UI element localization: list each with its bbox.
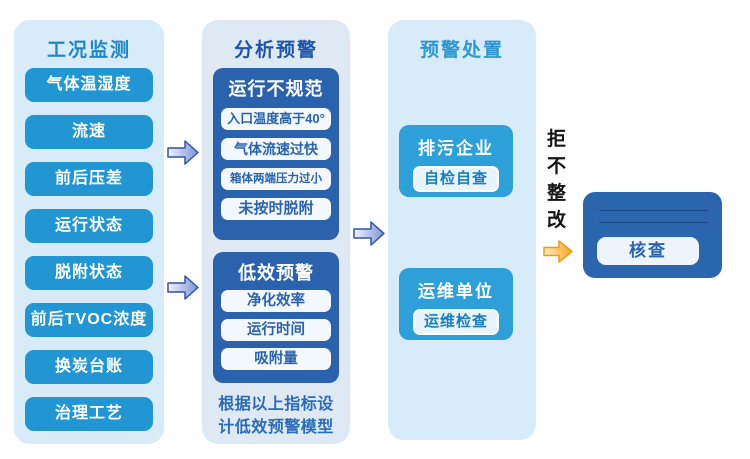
inspect-card: 核查 xyxy=(583,192,722,278)
panel-analysis: 分析预警 运行不规范 入口温度高于40° 气体流速过快 箱体两端压力过小 未按时… xyxy=(202,20,350,444)
inspect-button: 核查 xyxy=(597,237,699,265)
monitoring-item-running-status: 运行状态 xyxy=(25,209,153,243)
model-caption: 根据以上指标设计低效预警模型 xyxy=(218,396,334,436)
warning-item-pressure-low: 箱体两端压力过小 xyxy=(221,168,331,190)
monitoring-item-carbon-ledger: 换炭台账 xyxy=(25,350,153,384)
disposal-box-title: 运维单位 xyxy=(418,282,494,301)
warning-item-list: 净化效率 运行时间 吸附量 xyxy=(213,290,339,370)
refuse-rectify-label: 拒不整改 xyxy=(546,129,566,231)
panel-disposal-title: 预警处置 xyxy=(419,40,504,61)
warning-item-gas-speed: 气体流速过快 xyxy=(221,138,331,160)
panel-monitoring: 工况监测 气体温湿度 流速 前后压差 运行状态 脱附状态 前后TVOC浓度 换炭… xyxy=(14,20,164,444)
monitoring-item-flow-rate: 流速 xyxy=(25,115,153,149)
warning-box-low-efficiency: 低效预警 净化效率 运行时间 吸附量 xyxy=(213,252,339,383)
flow-arrow-icon xyxy=(167,275,199,300)
monitoring-item-gas-temp-humidity: 气体温湿度 xyxy=(25,68,153,102)
monitoring-item-pressure-diff: 前后压差 xyxy=(25,162,153,196)
warning-box-title: 运行不规范 xyxy=(228,79,324,99)
warning-box-irregular-operation: 运行不规范 入口温度高于40° 气体流速过快 箱体两端压力过小 未按时脱附 xyxy=(213,68,339,240)
escalation-arrow-icon xyxy=(543,240,573,263)
disposal-box-title: 排污企业 xyxy=(418,139,494,158)
disposal-box-maintenance-unit: 运维单位 运维检查 xyxy=(399,268,513,340)
flow-arrow-icon xyxy=(167,140,199,165)
panel-disposal: 预警处置 排污企业 自检自查 运维单位 运维检查 xyxy=(388,20,536,440)
warning-item-list: 入口温度高于40° 气体流速过快 箱体两端压力过小 未按时脱附 xyxy=(213,108,339,220)
monitoring-item-tvoc: 前后TVOC浓度 xyxy=(25,303,153,337)
warning-item-adsorption-amount: 吸附量 xyxy=(221,348,331,370)
warning-item-purification-efficiency: 净化效率 xyxy=(221,290,331,312)
panel-monitoring-title: 工况监测 xyxy=(46,40,131,61)
monitoring-item-treatment-process: 治理工艺 xyxy=(25,397,153,431)
monitoring-item-list: 气体温湿度 流速 前后压差 运行状态 脱附状态 前后TVOC浓度 换炭台账 治理… xyxy=(14,68,164,431)
warning-item-inlet-temp: 入口温度高于40° xyxy=(221,108,331,130)
card-decor-line xyxy=(599,210,708,211)
flow-arrow-icon xyxy=(353,221,385,246)
warning-box-title: 低效预警 xyxy=(238,263,314,283)
monitoring-item-desorption-status: 脱附状态 xyxy=(25,256,153,290)
disposal-action-maintenance-check: 运维检查 xyxy=(413,309,499,335)
warning-item-running-time: 运行时间 xyxy=(221,319,331,341)
disposal-box-polluting-enterprise: 排污企业 自检自查 xyxy=(399,125,513,197)
disposal-action-self-check: 自检自查 xyxy=(413,166,499,192)
card-decor-line xyxy=(599,222,708,223)
warning-item-desorption-overdue: 未按时脱附 xyxy=(221,198,331,220)
panel-analysis-title: 分析预警 xyxy=(233,40,318,61)
